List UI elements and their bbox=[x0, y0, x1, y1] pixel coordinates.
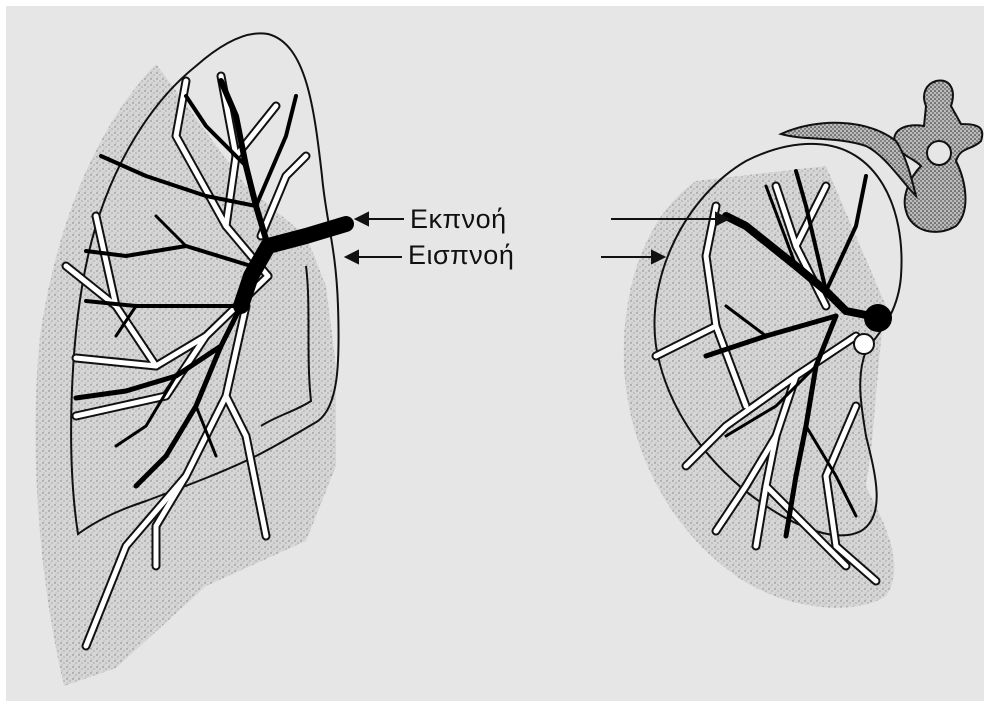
lateral-hilum-white bbox=[854, 334, 874, 354]
label-inspiration: Εισπνοή bbox=[408, 242, 514, 269]
arrow-exp-left-head bbox=[356, 213, 368, 225]
vertebra bbox=[894, 81, 982, 232]
lateral-hilum bbox=[864, 304, 892, 332]
arrow-insp-left-head bbox=[346, 251, 358, 263]
lateral-lung bbox=[624, 81, 983, 608]
frontal-lung bbox=[35, 33, 346, 686]
lung-vessel-diagram bbox=[6, 6, 984, 701]
label-expiration: Εκπνοή bbox=[410, 206, 507, 233]
diagram-frame: Εκπνοή Εισπνοή bbox=[6, 6, 984, 701]
